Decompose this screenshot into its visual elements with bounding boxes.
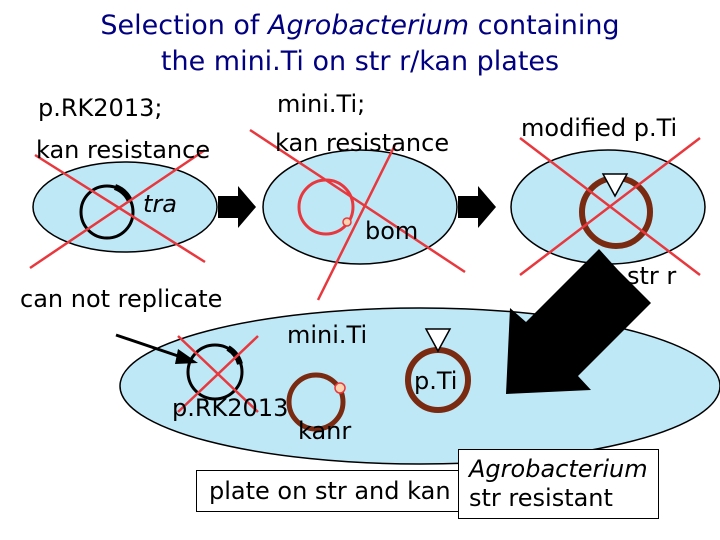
title-line-1: Selection of Agrobacterium containing: [100, 10, 620, 41]
kanr-label: kanr: [298, 417, 352, 445]
cannot-replicate-label: can not replicate: [20, 285, 223, 313]
arrow-str-r: [506, 249, 651, 394]
prk2013-heading-line-2: kan resistance: [36, 136, 211, 164]
bottom-pti-triangle: [424, 328, 452, 353]
bottom-tra-marker: [226, 345, 243, 365]
pointer-line: [115, 333, 185, 360]
tra-label: tra: [143, 190, 177, 218]
minit-heading-line-2: kan resistance: [275, 129, 450, 157]
cell-prk2013: [32, 161, 218, 253]
bottom-cross-b: [177, 335, 259, 413]
pti-bottom-label: p.Ti: [414, 367, 458, 395]
arrow-1-to-2: [218, 186, 256, 228]
bottom-kanr-site: [334, 382, 346, 394]
prk2013-bottom-label: p.RK2013: [172, 394, 289, 422]
str-r-bottom-label: str r: [506, 369, 556, 397]
bom-site: [342, 217, 352, 227]
bottom-prk2013-plasmid: [186, 343, 244, 401]
agrobacterium-box: Agrobacterium str resistant: [458, 449, 659, 519]
title-line-2: the mini.Ti on str r/kan plates: [160, 46, 560, 77]
cross-cell-1b: [29, 148, 206, 270]
minit-heading-line-1: mini.Ti;: [277, 90, 366, 118]
minit-bottom-label: mini.Ti: [287, 321, 368, 349]
modified-pti-triangle: [601, 173, 629, 198]
arrow-2-to-3: [458, 186, 496, 228]
str-r-top-label: str r: [627, 262, 677, 290]
prk2013-heading-line-1: p.RK2013;: [38, 94, 163, 122]
bom-label: bom: [365, 217, 419, 245]
modified-pti-heading: modified p.Ti: [521, 114, 678, 142]
cross-cell-3b: [519, 137, 701, 276]
agrobacterium-label: Agrobacterium: [469, 455, 648, 483]
cross-cell-2a: [249, 128, 466, 274]
str-resistant-label: str resistant: [469, 483, 613, 512]
cross-cell-2b: [316, 144, 397, 301]
prk2013-plasmid: [79, 184, 135, 240]
bottom-minit-plasmid: [286, 372, 346, 432]
